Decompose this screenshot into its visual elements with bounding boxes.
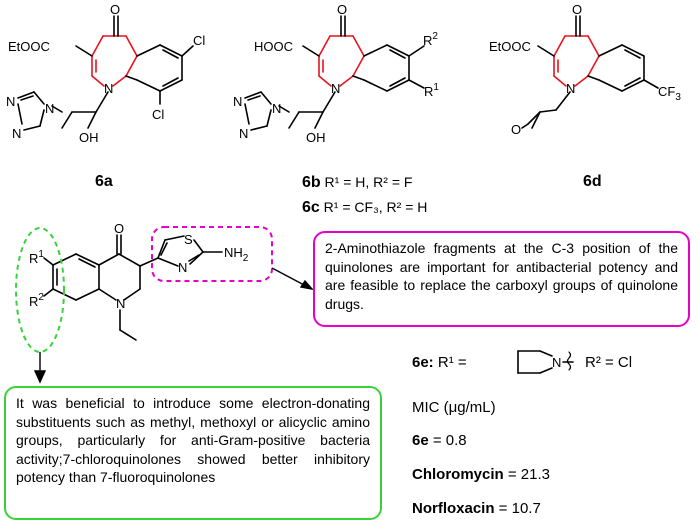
thiazole-n-label: N (178, 260, 187, 275)
pyrrolidine-ring (517, 350, 574, 374)
triazole-n2-6b: N (233, 94, 242, 109)
note-substituents: It was beneficial to introduce some elec… (4, 386, 382, 520)
compound-caption-6c: 6c R¹ = CF₃, R² = H (302, 199, 427, 216)
triazole-n4-6b: N (239, 126, 248, 141)
mic-header: MIC (μg/mL) (412, 399, 496, 416)
magenta-dashed-highlight (151, 226, 273, 282)
mic-chloromycin: Chloromycin = 21.3 (412, 466, 550, 483)
n1-label-scaffold: N (116, 296, 125, 311)
cf3-label-6d: CF3 (658, 84, 681, 103)
acid-label-6b: HOOC (254, 39, 293, 54)
r1-label-scaffold: R1 (29, 249, 44, 266)
mic-6e: 6e = 0.8 (412, 432, 467, 449)
compound-name-6d: 6d (583, 173, 602, 190)
ester-label-6d: EtOOC (489, 39, 531, 54)
compound-name-6a: 6a (95, 173, 113, 190)
triazole-n1-6b: N (272, 101, 281, 116)
oh-label-6a: OH (79, 130, 99, 145)
mic-norfloxacin: Norfloxacin = 10.7 (412, 500, 541, 517)
green-dashed-highlight (15, 227, 65, 353)
pyrrolidine-n-label: N (552, 355, 561, 370)
cl8-label-6a: Cl (152, 107, 164, 122)
oh-label-6b: OH (306, 130, 326, 145)
structure-6b-6c (244, 15, 425, 131)
triazole-n1-6a: N (45, 101, 54, 116)
triazole-n4-6a: N (12, 126, 21, 141)
epoxide-o-6d: O (511, 122, 521, 137)
structure-scaffold (43, 234, 223, 341)
r2-label-6b: R2 (423, 31, 438, 48)
note-aminothiazole: 2-Aminothiazole fragments at the C-3 pos… (313, 231, 690, 327)
ester-label-6a: EtOOC (8, 39, 50, 54)
arrows (33, 267, 314, 384)
cl6-label-6a: Cl (193, 33, 205, 48)
n1-label-6a: N (104, 81, 113, 96)
structure-6d (521, 15, 659, 129)
oxo-label-6b: O (337, 2, 347, 17)
r2-label-scaffold: R2 (29, 292, 44, 309)
n1-label-6d: N (566, 81, 575, 96)
oxo-label-6a: O (110, 2, 120, 17)
n1-label-6b: N (331, 81, 340, 96)
oxo-label-6d: O (572, 2, 582, 17)
structure-6a (17, 15, 194, 131)
thiazole-s-label: S (184, 232, 193, 247)
oxo-label-scaffold: O (114, 221, 124, 236)
e6-r2-definition: R² = Cl (585, 354, 633, 371)
amino-label: NH2 (224, 245, 249, 264)
compound-caption-6b: 6b R¹ = H, R² = F (302, 174, 412, 191)
e6-definition: 6e: R¹ = (412, 354, 467, 371)
triazole-n2-6a: N (6, 94, 15, 109)
r1-label-6b: R1 (424, 82, 439, 99)
